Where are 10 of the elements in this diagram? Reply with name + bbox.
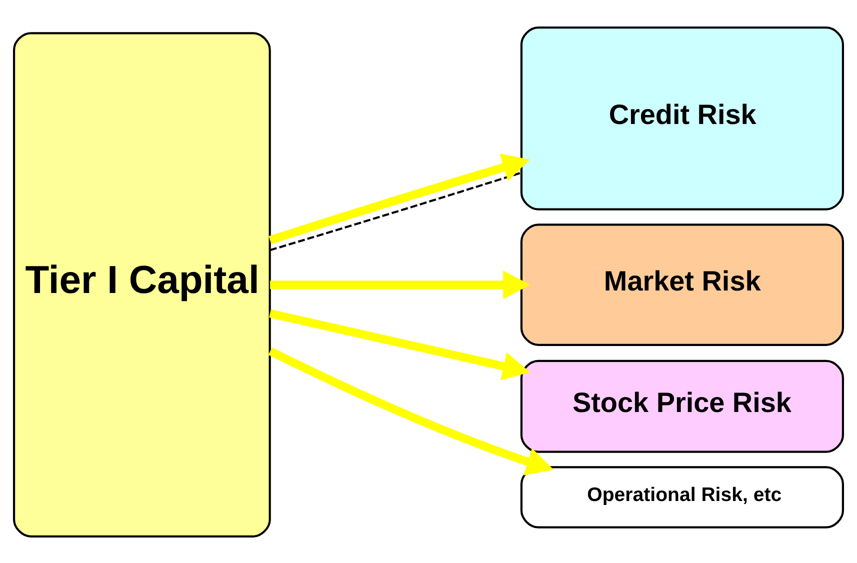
arrow [270,270,530,299]
node-box: Stock Price Risk [520,359,844,452]
connector [270,171,522,251]
arrow [268,153,530,244]
node-box: Credit Risk [520,26,844,210]
node-box: Market Risk [520,223,844,346]
arrow [268,346,554,475]
node-box: Tier I Capital [13,32,271,537]
arrow [269,308,530,380]
node-box: Operational Risk, etc [520,466,844,528]
